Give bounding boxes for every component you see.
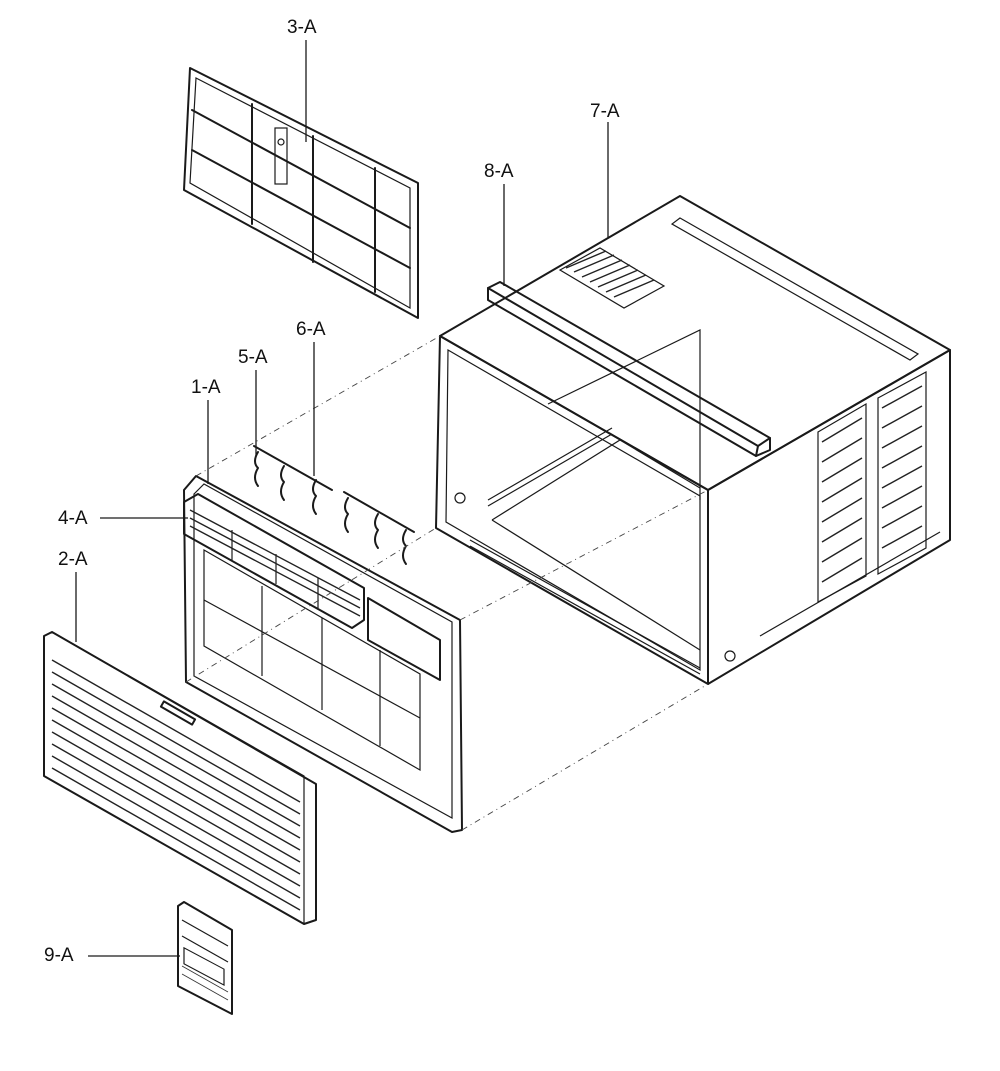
part-label-4a: 4-A (58, 508, 88, 529)
part-label-9a: 9-A (44, 945, 74, 966)
part-label-5a: 5-A (238, 347, 268, 368)
side-vent-grille (817, 370, 927, 604)
louver-clips (253, 445, 415, 565)
part-label-7a: 7-A (590, 101, 620, 122)
louver-assembly (183, 493, 365, 629)
part-label-8a: 8-A (484, 161, 514, 182)
front-grille (43, 631, 317, 925)
air-filter (183, 67, 419, 319)
part-label-2a: 2-A (58, 549, 88, 570)
assembly-guide-lines (185, 335, 709, 831)
top-rail (487, 281, 771, 457)
label-plate (177, 901, 233, 1015)
cabinet (435, 195, 951, 685)
part-label-6a: 6-A (296, 319, 326, 340)
top-vent-grille (558, 247, 666, 309)
part-label-3a: 3-A (287, 17, 317, 38)
part-label-1a: 1-A (191, 377, 221, 398)
leader-lines (75, 40, 609, 957)
